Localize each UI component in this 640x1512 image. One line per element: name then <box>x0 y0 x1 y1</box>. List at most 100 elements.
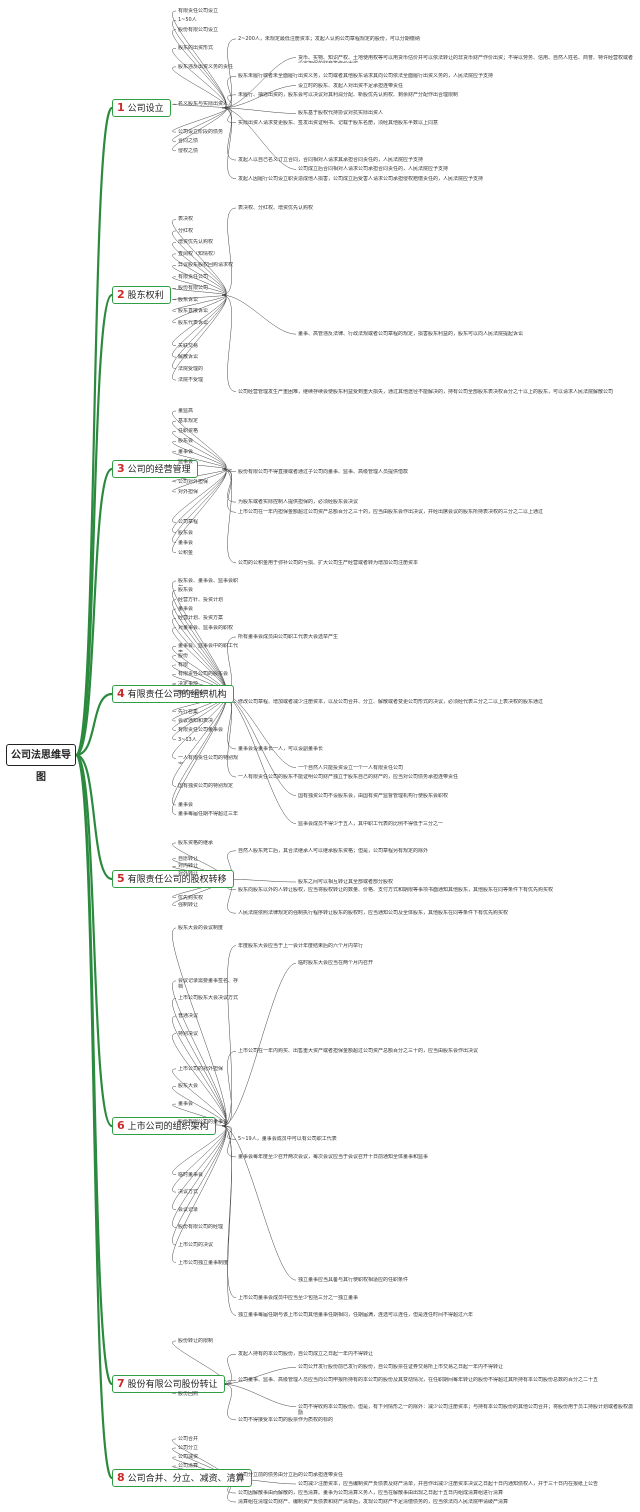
node-text: 为股东或者实际控制人提供担保的，必须经股东会决议 <box>238 499 359 506</box>
node-connector <box>221 1380 237 1385</box>
node-connector <box>221 962 297 1127</box>
node-text: 董事会设董事长一人，可以设副董事长 <box>238 746 324 752</box>
node-text: 清算组在清理公司财产、编制资产负债表和财产清单后，发现公司财产不足清偿债务的，应… <box>238 1499 509 1505</box>
node-text: 公司对外担保 <box>178 478 209 485</box>
node-text: 人民法院依照法律规定的强制执行程序转让股东的股权时，应当通知公司及全体股东，其他… <box>238 910 509 917</box>
node-text: 设立时的股东、发起人对出资不足承担连带责任 <box>298 82 404 89</box>
branch-number: 5 <box>117 872 125 885</box>
node-text: 修改公司章程、增加或者减少注册资本，以及公司合并、分立、解散或者变更公司形式的决… <box>238 699 544 706</box>
node-text: 经营计划、投资方案 <box>178 615 224 622</box>
node-text: 董事每届任期不得超过三年 <box>178 811 238 818</box>
node-text: 公司章程 <box>178 519 199 526</box>
node-connector <box>221 107 237 124</box>
node-text: 实际出资人请求变更股东、签发出资证明书、记载于股东名册，须经其他股东半数以上同意 <box>238 119 439 126</box>
node-text: 监事会成员不得少于五人，其中职工代表的比例不得低于三分之一 <box>298 820 444 827</box>
branch-number: 1 <box>117 101 125 114</box>
node-text: 独立董事应当具备与其行使职权相适应的任职条件 <box>298 1277 409 1284</box>
node-text: 一人有限责任公司的特别规定 <box>178 755 238 763</box>
node-text: 公司成立后合同相对人请求公司承担合同责任的，人民法院应予支持 <box>298 166 449 173</box>
branch-label: 股东权利 <box>127 291 164 301</box>
node-text: 董事会 <box>178 606 194 612</box>
node-text: 解散诉讼 <box>178 354 199 361</box>
node-text: 董事会 <box>178 448 194 455</box>
node-text: 董事会 <box>178 802 194 808</box>
node-connector <box>221 94 237 109</box>
node-text: 名义股东与实际出资人 <box>178 101 229 108</box>
node-text: 股东直接诉讼 <box>178 308 209 315</box>
node-text: 上市公司股东大会决议方式 <box>178 995 238 1002</box>
node-text: 董事会、监事会中的职工代表 <box>178 643 238 651</box>
node-text: 国有独资公司的特别规定 <box>178 783 234 790</box>
branch-label: 公司合并、分立、减资、清算 <box>127 1474 245 1484</box>
node-text: 基本规定 <box>178 418 199 425</box>
node-connector <box>221 1125 237 1316</box>
node-connector <box>172 107 227 142</box>
node-text: 上市公司独立董事制度 <box>178 1259 229 1266</box>
node-connector <box>221 1125 237 1158</box>
node-connector <box>172 693 227 759</box>
node-text: 有限责任公司董事会 <box>178 727 224 734</box>
node-text: 股份有限公司设立 <box>178 26 219 33</box>
node-connector <box>221 945 237 1127</box>
node-text: 发起人以自己名义订立合同，合同相对人请求其承担合同责任的，人民法院应予支持 <box>238 157 424 164</box>
node-text: 一个自然人只能投资设立一个一人有限责任公司 <box>298 764 404 771</box>
node-text: 自愿转让 <box>178 855 199 862</box>
branch-label: 上市公司的组织架构 <box>127 1122 209 1132</box>
node-text: 3~13人 <box>178 736 197 743</box>
node-connector <box>221 1353 237 1385</box>
node-text: 上市公司在一年内担保金额超过公司资产总额百分之三十的，应当由股东会作出决议，并经… <box>238 509 544 516</box>
node-text: 会议记录 <box>178 1206 199 1213</box>
node-text: 董事会 <box>178 1101 194 1108</box>
node-text: 特别决议 <box>178 1030 199 1037</box>
node-text: 股东大会的会议制度 <box>178 925 224 931</box>
node-connector <box>221 57 297 109</box>
node-text: 优先购买权 <box>178 894 204 901</box>
trunk-connector <box>75 692 113 757</box>
node-text: 股东资格的继承 <box>178 840 214 846</box>
node-text: 股份回购 <box>178 1390 199 1397</box>
node-text: 国有独资公司不设股东会，由国有资产监督管理机构行使股东会职权 <box>298 792 449 799</box>
node-connector <box>172 10 227 109</box>
node-text: 公司设立阶段的债务 <box>178 129 224 136</box>
node-connector <box>221 1383 297 1407</box>
node-connector <box>221 75 237 109</box>
node-text: 董事会每年度至少召开两次会议，每次会议应当于会议召开十日前通知全体董事和监事 <box>238 1153 429 1160</box>
node-text: 表决权 <box>178 216 194 223</box>
node-text: 股东会、董事会、监事会职权 <box>178 578 238 586</box>
node-text: 法院不受理 <box>178 377 204 384</box>
node-text: 自然人股东死亡后，其合法继承人可以继承股东资格；但是，公司章程另有规定的除外 <box>238 847 429 854</box>
node-connector <box>221 1125 297 1281</box>
node-text: 独立董事每届任期与该上市公司其他董事任期相同，任期届满，连选可以连任，但是连任时… <box>238 1312 474 1319</box>
node-connector <box>221 107 297 170</box>
node-connector <box>221 1383 237 1421</box>
node-text: 1~50人 <box>178 17 197 24</box>
node-text: 股东向股东以外的人转让股权，应当将股权转让的数量、价格、支付方式和期限等事项书面… <box>238 886 554 893</box>
node-text: 5~19人，董事会成员中可以有公司职工代表 <box>238 1136 337 1143</box>
node-text: 股东的出资形式 <box>178 45 214 52</box>
node-text: 所有董事会成员由公司职工代表大会选举产生 <box>238 634 339 640</box>
node-text: 增资优先认购权 <box>178 239 214 246</box>
branch-label: 股份有限公司股份转让 <box>127 1380 218 1390</box>
node-text: 股东会 <box>178 529 194 536</box>
node-text: 任职资格 <box>178 428 199 435</box>
node-text: 公司清算 <box>178 1463 199 1469</box>
node-text: 发起人因履行公司设立职责造成他人损害，公司成立后受害人请求公司承担侵权赔偿责任的… <box>238 175 484 182</box>
root-title: 公司法思维导图 <box>6 744 76 783</box>
node-connector <box>221 107 297 114</box>
node-text: 股份有限公司不得直接或者通过子公司向董事、监事、高级管理人员提供借款 <box>238 468 409 475</box>
node-connector <box>172 1125 227 1263</box>
node-text: 2~200人，未规定最低注册资本；发起人认购公司章程规定的股份，可以分期缴纳 <box>238 35 420 42</box>
node-text: 法院受理的 <box>178 365 204 372</box>
node-text: 年度股东大会应当于上一会计年度结束后的六个月内举行 <box>238 942 364 949</box>
node-text: 股东会 <box>178 438 194 445</box>
node-text: 有限责任公司 <box>178 273 209 280</box>
node-text: 一人有限责任公司的股东不能证明公司财产独立于股东自己的财产的，应当对公司债务承担… <box>238 774 459 780</box>
